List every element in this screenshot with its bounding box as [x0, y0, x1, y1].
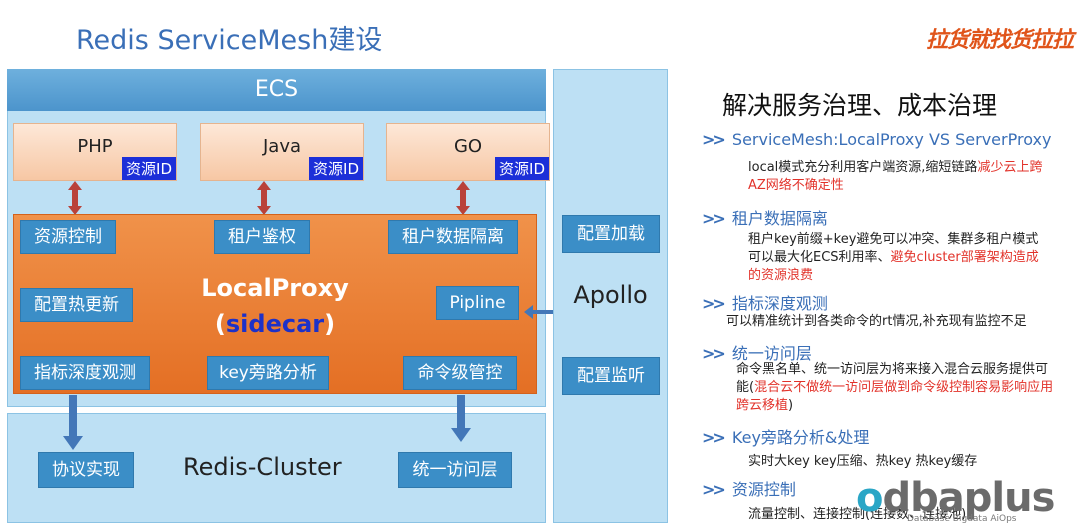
arrow-head — [451, 428, 471, 442]
section-desc: 流量控制、连接控制(连接数、连接池) — [748, 507, 967, 522]
chip-metrics: 指标深度观测 — [20, 356, 150, 390]
apollo-box — [553, 69, 668, 523]
app-proxy-arrow — [68, 181, 82, 215]
resource-id-badge: 资源ID — [495, 157, 549, 180]
dbaplus-watermark: odbaplus — [856, 475, 1055, 521]
chevron-icon: >> — [702, 209, 726, 228]
section-desc: 可以精准统计到各类命令的rt情况,补充现有监控不足 — [726, 314, 1027, 329]
chip-unified-access: 统一访问层 — [398, 452, 512, 488]
chip-hot-update: 配置热更新 — [20, 288, 133, 322]
chevron-icon: >> — [702, 344, 726, 363]
chevron-icon: >> — [702, 130, 726, 149]
section-title: >> 指标深度观测 — [702, 294, 828, 313]
chip-protocol: 协议实现 — [38, 452, 134, 488]
section-title: >> 统一访问层 — [702, 344, 812, 363]
app-java: Java 资源ID — [200, 123, 364, 181]
redis-cluster-label: Redis-Cluster — [183, 453, 342, 481]
chip-pipline: Pipline — [436, 286, 519, 320]
localproxy-title: LocalProxy — [201, 274, 349, 302]
chevron-icon: >> — [702, 428, 726, 447]
section-title: >> 资源控制 — [702, 480, 796, 499]
localproxy-subtitle: (sidecar) — [13, 310, 537, 338]
chip-config-load: 配置加载 — [562, 215, 660, 253]
brand-logo: 拉货就找货拉拉 — [926, 27, 1074, 53]
sidecar-label: sidecar — [225, 310, 325, 338]
chevron-icon: >> — [702, 294, 726, 313]
watermark-subtitle: Database Bigdata AiOps — [907, 514, 1017, 524]
section-title: >> 租户数据隔离 — [702, 209, 828, 228]
app-proxy-arrow — [456, 181, 470, 215]
section-title: >> ServiceMesh:LocalProxy VS ServerProxy — [702, 130, 1052, 149]
proxy-cluster-arrow — [69, 395, 77, 437]
chip-key-bypass: key旁路分析 — [207, 356, 329, 390]
section-desc: 命令黑名单、统一访问层为将来接入混合云服务提供可能(混合云不做统一访问层做到命令… — [736, 362, 1054, 413]
app-name: GO — [453, 136, 483, 157]
chevron-icon: >> — [702, 480, 726, 499]
apollo-label: Apollo — [573, 281, 648, 309]
app-name: Java — [262, 136, 302, 157]
chip-config-listen: 配置监听 — [562, 357, 660, 395]
section-desc: 实时大key key压缩、热key 热key缓存 — [748, 454, 978, 469]
resource-id-badge: 资源ID — [122, 157, 176, 180]
right-heading: 解决服务治理、成本治理 — [722, 91, 998, 120]
ecs-label: ECS — [7, 69, 546, 111]
app-proxy-arrow — [257, 181, 271, 215]
app-name: PHP — [77, 136, 113, 157]
section-desc: 租户key前缀+key避免可以冲突、集群多租户模式可以最大化ECS利用率、避免c… — [748, 232, 1039, 283]
chip-tenant-auth: 租户鉴权 — [214, 220, 310, 254]
resource-id-badge: 资源ID — [309, 157, 363, 180]
section-title: >> Key旁路分析&处理 — [702, 428, 870, 447]
chip-tenant-isolation: 租户数据隔离 — [388, 220, 518, 254]
proxy-cluster-arrow — [457, 395, 465, 429]
chip-command-control: 命令级管控 — [403, 356, 517, 390]
chip-resource-control: 资源控制 — [20, 220, 116, 254]
paren-open: ( — [214, 310, 226, 338]
app-go: GO 资源ID — [386, 123, 550, 181]
app-php: PHP 资源ID — [13, 123, 177, 181]
paren-close: ) — [324, 310, 336, 338]
page-title: Redis ServiceMesh建设 — [76, 25, 383, 56]
section-desc: local模式充分利用客户端资源,缩短链路减少云上跨AZ网络不确定性 — [748, 160, 1043, 193]
arrow-head — [63, 436, 83, 450]
